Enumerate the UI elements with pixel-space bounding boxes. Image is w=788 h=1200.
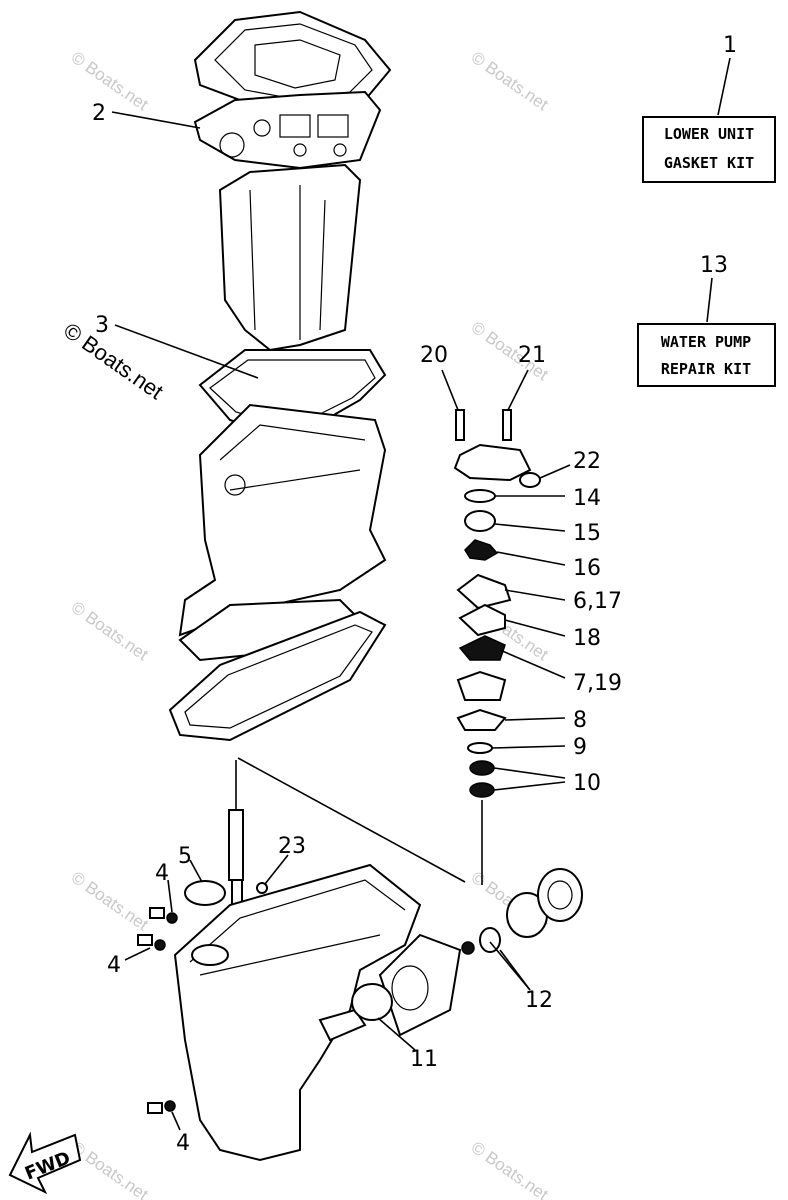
label-15: 15 xyxy=(573,521,601,546)
kit-13-line1: WATER PUMP xyxy=(661,333,751,351)
label-11: 11 xyxy=(410,1047,438,1072)
lower-casing xyxy=(173,863,422,1162)
plug-23 xyxy=(256,882,268,894)
label-3: 3 xyxy=(95,313,109,338)
label-6-17: 6,17 xyxy=(573,589,622,614)
label-23: 23 xyxy=(278,834,306,859)
label-20: 20 xyxy=(420,343,448,368)
label-5: 5 xyxy=(178,844,192,869)
label-10: 10 xyxy=(573,771,601,796)
label-21: 21 xyxy=(518,343,546,368)
bolts-4 xyxy=(137,907,178,1114)
label-22: 22 xyxy=(573,449,601,474)
top-gasket-plate xyxy=(193,10,392,170)
callouts: 2 3 4 4 4 5 23 20 21 22 14 15 16 6,17 18… xyxy=(92,101,622,1156)
label-4c: 4 xyxy=(176,1131,190,1156)
label-4b: 4 xyxy=(107,953,121,978)
assembly-line xyxy=(237,757,466,883)
label-2: 2 xyxy=(92,101,106,126)
label-4a: 4 xyxy=(155,861,169,886)
kit-1-ref: 1 xyxy=(723,33,737,58)
label-14: 14 xyxy=(573,486,601,511)
label-18: 18 xyxy=(573,626,601,651)
label-16: 16 xyxy=(573,556,601,581)
label-9: 9 xyxy=(573,735,587,760)
watermark: © Boats.net xyxy=(68,868,152,935)
leader-lines xyxy=(111,111,571,1131)
kit-13-line2: REPAIR KIT xyxy=(661,360,751,378)
plug-5 xyxy=(184,880,226,906)
kit-1-line2: GASKET KIT xyxy=(664,154,754,172)
watermark: © Boats.net xyxy=(468,48,552,115)
kit-water-pump: 13 WATER PUMP REPAIR KIT xyxy=(637,253,776,387)
upper-casing xyxy=(178,403,387,662)
label-12: 12 xyxy=(525,988,553,1013)
label-7-19: 7,19 xyxy=(573,671,622,696)
watermark: © Boats.net xyxy=(68,48,152,115)
prop-shaft-group xyxy=(351,868,583,1037)
driveshaft-housing xyxy=(218,163,362,352)
watermark: © Boats.net xyxy=(468,1138,552,1200)
watermark: © Boats.net xyxy=(68,598,152,665)
label-8: 8 xyxy=(573,708,587,733)
watermark: © Boats.net xyxy=(68,1138,152,1200)
watermark-dark: © Boats.net xyxy=(59,318,168,405)
kit-13-ref: 13 xyxy=(700,253,728,278)
kit-1-line1: LOWER UNIT xyxy=(664,125,754,143)
kit-lower-unit: 1 LOWER UNIT GASKET KIT xyxy=(642,33,776,183)
water-pump-stack xyxy=(453,409,541,885)
cavitation-plate xyxy=(168,610,387,742)
fwd-arrow-icon: FWD xyxy=(8,1131,82,1195)
